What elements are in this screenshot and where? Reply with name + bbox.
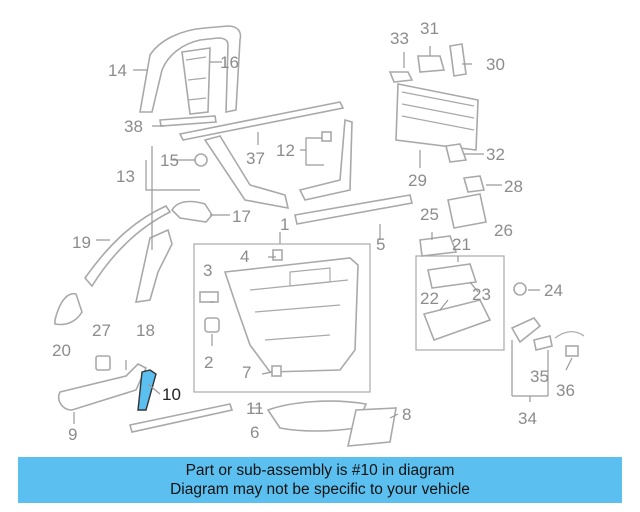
part-5-trim (294, 194, 413, 225)
label-10: 10 (162, 385, 181, 404)
label-35: 35 (530, 367, 549, 386)
part-24-cap (513, 282, 527, 296)
part-27-clip (95, 355, 111, 371)
part-21-box (415, 255, 505, 351)
label-24: 24 (544, 281, 563, 300)
part-17-bracket (170, 200, 213, 223)
label-30: 30 (486, 55, 505, 74)
label-9: 9 (68, 425, 77, 444)
label-28: 28 (504, 177, 523, 196)
part-7-clip (271, 365, 282, 377)
label-23: 23 (472, 285, 491, 304)
label-36: 36 (556, 381, 575, 400)
banner-line-1: Part or sub-assembly is #10 in diagram (185, 462, 455, 479)
label-25: 25 (420, 205, 439, 224)
part-33-bracket (388, 71, 414, 83)
label-1: 1 (280, 215, 289, 234)
part-32-clip (445, 143, 468, 163)
part-4-clip (272, 249, 283, 261)
part-14-pillar-frame (139, 25, 242, 115)
label-14: 14 (108, 61, 127, 80)
door-panel (223, 257, 359, 373)
label-27: 27 (92, 321, 111, 340)
label-22: 22 (420, 289, 439, 308)
part-37-strip (178, 101, 345, 141)
part-26-switch (447, 193, 487, 229)
part-8-pocket (346, 407, 397, 447)
part-34-handle (510, 317, 542, 344)
label-29: 29 (408, 171, 427, 190)
part-12-pillar-trim (298, 118, 353, 201)
label-15: 15 (160, 151, 179, 170)
part-3-clip (199, 291, 219, 303)
label-7: 7 (242, 363, 251, 382)
part-31-bracket (417, 55, 446, 73)
part-30-bracket (449, 43, 467, 77)
part-18-panel (134, 228, 173, 303)
label-13: 13 (116, 167, 135, 186)
part-6-pocket (266, 400, 368, 432)
label-33: 33 (390, 29, 409, 48)
label-12: 12 (276, 141, 295, 160)
info-banner: Part or sub-assembly is #10 in diagram D… (18, 457, 622, 503)
part-28-clip (462, 175, 486, 193)
label-26: 26 (494, 221, 513, 240)
part-2-clip (204, 317, 220, 333)
label-32: 32 (486, 145, 505, 164)
label-19: 19 (72, 233, 91, 252)
part-9-sill (57, 363, 148, 411)
label-5: 5 (376, 235, 385, 254)
label-31: 31 (420, 19, 439, 38)
part-1-box (193, 243, 371, 393)
label-17: 17 (232, 207, 251, 226)
part-38-strip (159, 115, 217, 127)
part-25-handle (419, 235, 458, 257)
banner-line-2: Diagram may not be specific to your vehi… (170, 481, 470, 498)
label-18: 18 (136, 321, 155, 340)
part-10-highlighted-trim[interactable] (137, 369, 157, 411)
label-4: 4 (240, 247, 249, 266)
label-38: 38 (124, 117, 143, 136)
part-13-center-pillar (194, 135, 290, 210)
part-23-switch-assy (427, 263, 478, 289)
part-19-rail (83, 204, 172, 288)
part-35-cable (533, 335, 553, 351)
part-36-connector (565, 345, 579, 357)
parts-diagram: 1 2 3 4 5 6 7 8 9 10 11 12 13 14 15 16 1… (52, 19, 585, 447)
part-20-cap (54, 292, 83, 326)
label-16: 16 (220, 53, 239, 72)
part-11-strip (128, 403, 234, 433)
label-3: 3 (203, 261, 212, 280)
label-34: 34 (518, 409, 537, 428)
label-11: 11 (246, 399, 264, 418)
label-20: 20 (52, 341, 71, 360)
label-8: 8 (402, 405, 411, 424)
label-6: 6 (250, 423, 259, 442)
label-21: 21 (452, 235, 471, 254)
label-2: 2 (204, 353, 213, 372)
part-29-screen (395, 83, 479, 151)
label-37: 37 (246, 149, 265, 168)
